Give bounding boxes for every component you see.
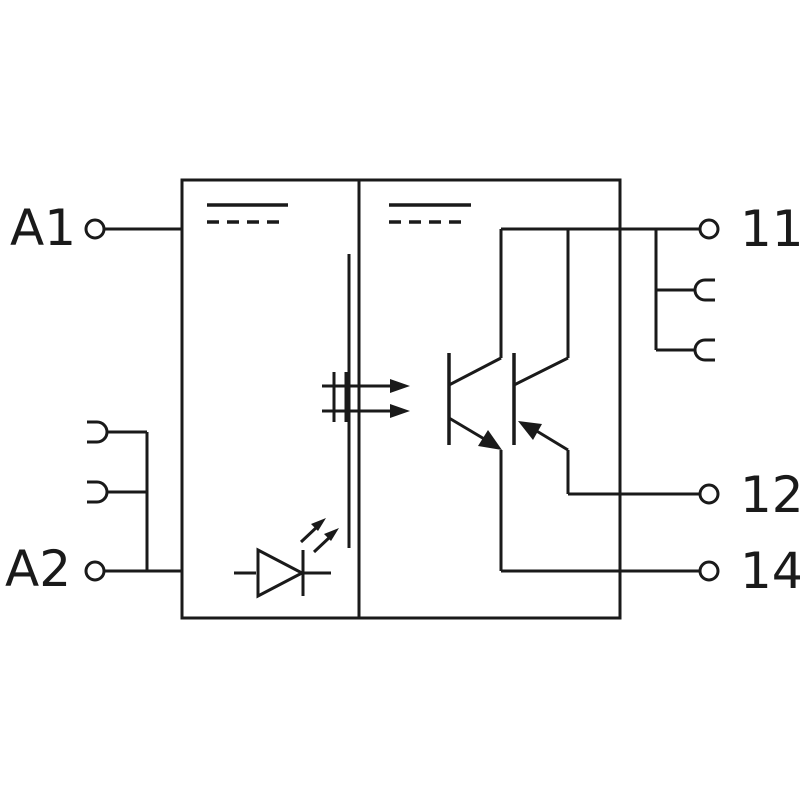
- terminal-label-a2: A2: [5, 540, 71, 598]
- terminal-pin-12[interactable]: [698, 483, 720, 505]
- terminal-pin-11[interactable]: [698, 218, 720, 240]
- dc-input-symbol-icon: [207, 203, 288, 224]
- terminal-label-a1: A1: [10, 199, 76, 257]
- relay-housing: [180, 178, 622, 620]
- terminal-label-14: 14: [740, 542, 800, 600]
- terminal-pin-a1[interactable]: [84, 218, 106, 240]
- terminal-label-12: 12: [740, 466, 800, 524]
- led-diode-icon: [234, 518, 339, 599]
- darlington-transistor-icon: [447, 229, 700, 571]
- dc-output-symbol-icon: [389, 203, 471, 224]
- terminal-label-11: 11: [740, 200, 800, 258]
- terminal-pin-a2[interactable]: [84, 560, 106, 582]
- input-bridge-connector-icon: [87, 420, 149, 571]
- terminal-pin-14[interactable]: [698, 560, 720, 582]
- optical-coupling-icon: [322, 254, 410, 548]
- output-bridge-connector-icon: [654, 229, 715, 362]
